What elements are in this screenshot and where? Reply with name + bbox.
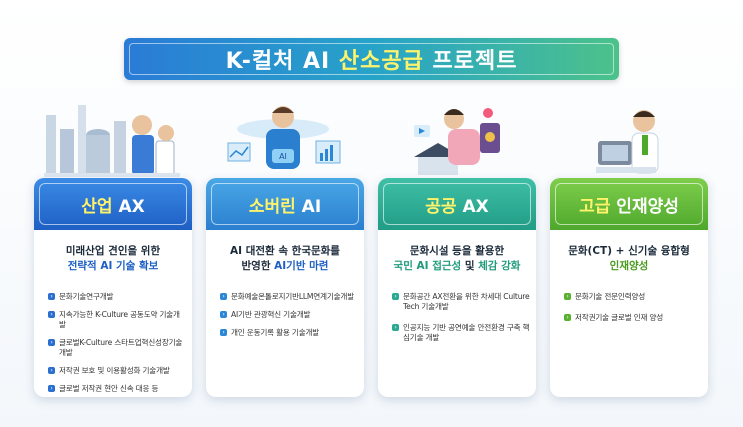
list-item-text: 지속가능한 K-Culture 공동도약 기술개발 <box>59 310 180 329</box>
list-item: › 문화공간 AX전환을 위한 차세대 Culture Tech 기술개발 <box>392 292 530 312</box>
card-title-highlight: 공공 <box>425 196 457 217</box>
card-header-border <box>39 183 187 225</box>
chevron-right-icon: › <box>48 311 55 318</box>
card-title-rest: AX <box>456 196 489 217</box>
subtitle-plain: 반영한 <box>241 260 275 272</box>
public-ax-illustration <box>414 108 500 175</box>
chevron-right-icon: › <box>220 329 227 336</box>
list-item: › 저작권 보호 및 이용활성화 기술개발 <box>48 366 186 376</box>
card-talent-subtitle: 문화(CT) + 신기술 융합형 인재양성 <box>556 244 702 274</box>
chevron-right-icon: › <box>392 324 399 331</box>
card-sovereign-bullets: › 문화예술온톨로지기반LLM연계기술개발 › AI기반 관광혁신 기술개발 › 개인… <box>220 292 358 346</box>
list-item: › 글로벌 저작권 현안 신속 대응 등 <box>48 384 186 394</box>
card-title-highlight: 고급 <box>579 196 611 217</box>
card-talent-title: 고급 인재양성 <box>579 192 679 217</box>
list-item-text: 저작권기술 글로벌 인재 양성 <box>575 313 664 322</box>
subtitle-line-1: AI 대전환 속 한국문화를 <box>230 245 340 257</box>
card-sovereign-header: 소버린 AI <box>206 178 364 230</box>
subtitle-line-2: 인재양성 <box>609 260 649 272</box>
list-item-text: 문화공간 AX전환을 위한 차세대 Culture Tech 기술개발 <box>403 292 530 311</box>
svg-text:AI: AI <box>279 152 287 161</box>
title-suffix: 프로젝트 <box>423 49 518 74</box>
list-item-text: 저작권 보호 및 이용활성화 기술개발 <box>59 366 170 375</box>
card-sovereign-title: 소버린 AI <box>249 192 321 217</box>
list-item: › 글로벌K-Culture 스타트업혁신성장기술개발 <box>48 338 186 358</box>
card-industry-bullets: › 문화기술연구개발 › 지속가능한 K-Culture 공동도약 기술개발 › 글로… <box>48 292 186 402</box>
list-item-text: 문화예술온톨로지기반LLM연계기술개발 <box>231 292 354 301</box>
subtitle-line-1: 문화(CT) + 신기술 융합형 <box>568 245 690 257</box>
card-header-border <box>211 183 359 225</box>
chevron-right-icon: › <box>392 293 399 300</box>
list-item-text: AI기반 관광혁신 기술개발 <box>231 310 311 319</box>
card-industry-header: 산업 AX <box>34 178 192 230</box>
list-item-text: 글로벌 저작권 현안 신속 대응 등 <box>59 384 159 393</box>
card-public-subtitle: 문화시설 등을 활용한 국민 AI 접근성 및 체감 강화 <box>384 244 530 274</box>
title-inner-border <box>129 43 614 75</box>
card-sovereign-subtitle: AI 대전환 속 한국문화를 반영한 AI기반 마련 <box>212 244 358 274</box>
sovereign-ai-illustration: AI <box>227 106 341 169</box>
chevron-right-icon: › <box>220 311 227 318</box>
card-header-border <box>383 183 531 225</box>
card-title-rest: 인재양성 <box>610 196 679 217</box>
chevron-right-icon: › <box>48 385 55 392</box>
card-public-title: 공공 AX <box>425 192 488 217</box>
list-item: › 문화기술 전문인력양성 <box>564 292 702 302</box>
card-industry-title: 산업 AX <box>81 192 144 217</box>
subtitle-emphasis: AI기반 마련 <box>274 260 329 272</box>
subtitle-line-2: 전략적 AI 기술 확보 <box>67 260 159 272</box>
title-prefix: K-컬처 AI <box>225 49 339 74</box>
chevron-right-icon: › <box>48 339 55 346</box>
chevron-right-icon: › <box>564 314 571 321</box>
chevron-right-icon: › <box>220 293 227 300</box>
list-item: › 문화예술온톨로지기반LLM연계기술개발 <box>220 292 358 302</box>
card-header-border <box>555 183 703 225</box>
subtitle-line-1: 문화시설 등을 활용한 <box>409 245 505 257</box>
subtitle-line-1: 미래산업 견인을 위한 <box>65 245 161 257</box>
card-industry-subtitle: 미래산업 견인을 위한 전략적 AI 기술 확보 <box>40 244 186 274</box>
card-title-rest: AI <box>295 196 322 217</box>
subtitle-plain: 및 <box>461 260 479 272</box>
title-banner: K-컬처 AI 산소공급 프로젝트 <box>124 38 619 80</box>
card-talent-bullets: › 문화기술 전문인력양성 › 저작권기술 글로벌 인재 양성 <box>564 292 702 334</box>
subtitle-emphasis-1: 국민 AI 접근성 <box>393 260 462 272</box>
page-title: K-컬처 AI 산소공급 프로젝트 <box>226 43 518 75</box>
list-item: › 지속가능한 K-Culture 공동도약 기술개발 <box>48 310 186 330</box>
industry-illustration <box>44 105 180 177</box>
list-item-text: 문화기술연구개발 <box>59 292 114 301</box>
chevron-right-icon: › <box>48 367 55 374</box>
subtitle-line-2: 국민 AI 접근성 및 체감 강화 <box>384 259 530 274</box>
subtitle-emphasis-2: 체감 강화 <box>478 260 521 272</box>
card-title-highlight: 소버린 <box>248 196 296 217</box>
card-talent-header: 고급 인재양성 <box>550 178 708 230</box>
card-public-header: 공공 AX <box>378 178 536 230</box>
list-item: › 개인 운동기록 활용 기술개발 <box>220 328 358 338</box>
list-item-text: 인공지능 기반 공연예술 안전환경 구축 핵심기술 개발 <box>403 323 530 342</box>
card-industry-ax: 산업 AX 미래산업 견인을 위한 전략적 AI 기술 확보 › 문화기술연구개발… <box>34 178 192 397</box>
list-item-text: 글로벌K-Culture 스타트업혁신성장기술개발 <box>59 338 183 357</box>
card-title-highlight: 산업 <box>81 196 113 217</box>
title-highlight: 산소공급 <box>338 49 424 74</box>
list-item: › 저작권기술 글로벌 인재 양성 <box>564 313 702 323</box>
card-title-rest: AX <box>112 196 145 217</box>
list-item-text: 문화기술 전문인력양성 <box>575 292 646 301</box>
chevron-right-icon: › <box>48 293 55 300</box>
chevron-right-icon: › <box>564 293 571 300</box>
subtitle-line-2: 반영한 AI기반 마련 <box>212 259 358 274</box>
card-talent: 고급 인재양성 문화(CT) + 신기술 융합형 인재양성 › 문화기술 전문인력… <box>550 178 708 397</box>
talent-illustration <box>596 110 659 174</box>
list-item-text: 개인 운동기록 활용 기술개발 <box>231 328 320 337</box>
list-item: › 문화기술연구개발 <box>48 292 186 302</box>
card-public-bullets: › 문화공간 AX전환을 위한 차세대 Culture Tech 기술개발 › 인공… <box>392 292 530 354</box>
card-sovereign-ai: 소버린 AI AI 대전환 속 한국문화를 반영한 AI기반 마련 › 문화예술온… <box>206 178 364 397</box>
list-item: › 인공지능 기반 공연예술 안전환경 구축 핵심기술 개발 <box>392 323 530 343</box>
list-item: › AI기반 관광혁신 기술개발 <box>220 310 358 320</box>
card-public-ax: 공공 AX 문화시설 등을 활용한 국민 AI 접근성 및 체감 강화 › 문화공… <box>378 178 536 397</box>
